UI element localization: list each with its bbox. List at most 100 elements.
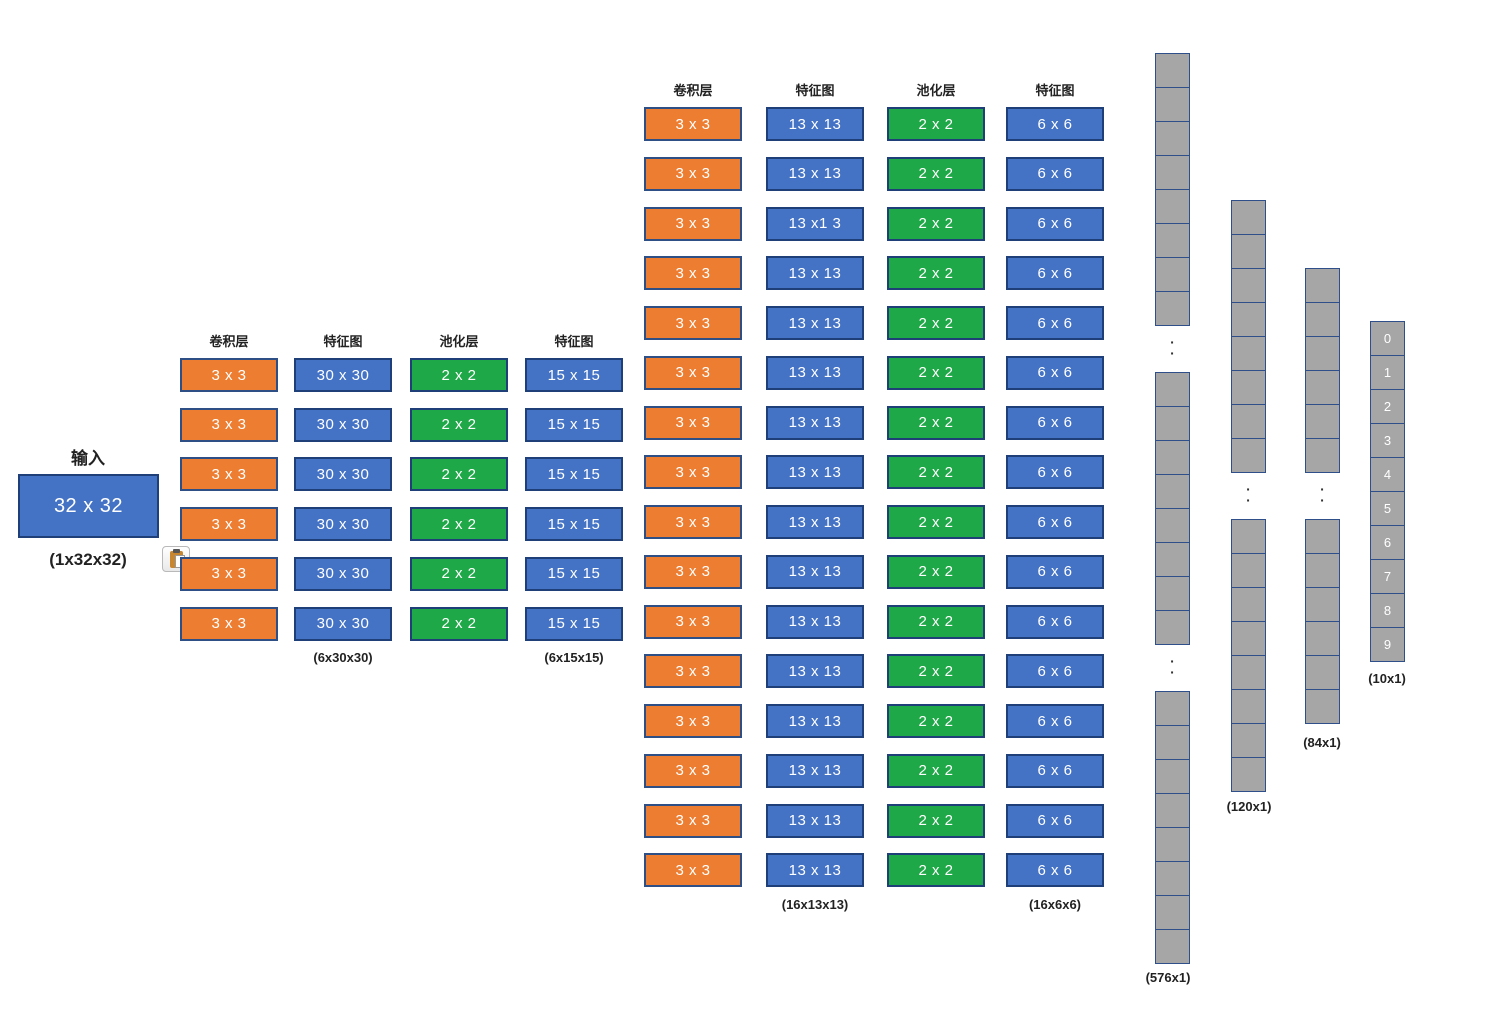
block2-pool-kernel: 2 x 2 (887, 554, 985, 589)
fc3-vector-cell: 7 (1370, 559, 1405, 594)
block2-feature-map: 13 x 13 (766, 753, 864, 788)
block2-conv-kernel: 3 x 3 (644, 455, 742, 490)
fc1-vector-cell (1231, 438, 1266, 473)
fc0-vector-cell (1155, 861, 1190, 896)
block2-pooled-feature-map: 6 x 6 (1006, 256, 1104, 291)
block1-pooled-feature-map: 15 x 15 (525, 507, 623, 542)
block2-conv-kernel: 3 x 3 (644, 156, 742, 191)
block1-pooled-feature-map: 15 x 15 (525, 556, 623, 591)
block1-conv-kernel: 3 x 3 (180, 606, 278, 641)
block2-conv-kernel: 3 x 3 (644, 753, 742, 788)
fc0-vector-cell (1155, 372, 1190, 407)
fc2-vector-cell (1305, 621, 1340, 656)
fc1-ellipsis: · · (1246, 481, 1251, 508)
fc1-vector-cell (1231, 689, 1266, 724)
block2-conv-kernel: 3 x 3 (644, 654, 742, 689)
fc1-vector-cell (1231, 587, 1266, 622)
block1-feature-map: 30 x 30 (294, 606, 392, 641)
block1-header-0: 卷积层 (209, 335, 249, 350)
block2-pooled-feature-map: 6 x 6 (1006, 505, 1104, 539)
block2-pooled-feature-map: 6 x 6 (1006, 853, 1104, 888)
fc1-vector-cell (1231, 200, 1266, 235)
block2-pooled-feature-map: 6 x 6 (1006, 604, 1104, 639)
block2-feature-map: 13 x1 3 (766, 206, 864, 241)
fc1-vector-cell (1231, 234, 1266, 269)
fc3-vector-cell: 4 (1370, 457, 1405, 492)
block2-conv-kernel: 3 x 3 (644, 107, 742, 141)
block2-pool-kernel: 2 x 2 (887, 604, 985, 639)
fc1-size-label: (120x1) (1226, 799, 1272, 814)
fc0-vector-cell (1155, 155, 1190, 190)
block2-pooled-feature-map: 6 x 6 (1006, 753, 1104, 788)
block1-pool-kernel: 2 x 2 (410, 507, 508, 542)
block2-pool-kernel: 2 x 2 (887, 206, 985, 241)
block2-conv-kernel: 3 x 3 (644, 704, 742, 738)
block2-pooled-feature-map: 6 x 6 (1006, 306, 1104, 340)
block1-caption-3: (6x15x15) (544, 650, 604, 665)
fc2-ellipsis: · · (1320, 481, 1325, 508)
fc0-vector-cell (1155, 189, 1190, 224)
fc3-size-label: (10x1) (1368, 671, 1406, 686)
block1-feature-map: 30 x 30 (294, 457, 392, 492)
fc3-vector-cell: 2 (1370, 389, 1405, 424)
block2-feature-map: 13 x 13 (766, 604, 864, 639)
block2-conv-kernel: 3 x 3 (644, 853, 742, 888)
block2-pool-kernel: 2 x 2 (887, 505, 985, 539)
block2-feature-map: 13 x 13 (766, 853, 864, 888)
input-shape-caption: (1x32x32) (49, 550, 127, 569)
block2-pool-kernel: 2 x 2 (887, 405, 985, 440)
block2-pooled-feature-map: 6 x 6 (1006, 803, 1104, 838)
fc0-vector-cell (1155, 610, 1190, 645)
block2-pool-kernel: 2 x 2 (887, 306, 985, 340)
fc0-vector-cell (1155, 440, 1190, 475)
block2-feature-map: 13 x 13 (766, 554, 864, 589)
block2-conv-kernel: 3 x 3 (644, 554, 742, 589)
block1-conv-kernel: 3 x 3 (180, 556, 278, 591)
block1-feature-map: 30 x 30 (294, 407, 392, 442)
input-title: 输入 (71, 449, 105, 469)
block1-header-2: 池化层 (439, 335, 479, 350)
fc3-vector-cell: 1 (1370, 355, 1405, 390)
fc0-vector-cell (1155, 257, 1190, 292)
block1-conv-kernel: 3 x 3 (180, 457, 278, 492)
fc0-size-label: (576x1) (1145, 970, 1191, 985)
block2-pool-kernel: 2 x 2 (887, 355, 985, 390)
block2-pooled-feature-map: 6 x 6 (1006, 704, 1104, 738)
block1-pooled-feature-map: 15 x 15 (525, 358, 623, 392)
fc2-vector-cell (1305, 438, 1340, 473)
fc3-vector-cell: 5 (1370, 491, 1405, 526)
fc0-vector-cell (1155, 291, 1190, 326)
block2-feature-map: 13 x 13 (766, 256, 864, 291)
block1-pooled-feature-map: 15 x 15 (525, 457, 623, 492)
fc1-vector-cell (1231, 553, 1266, 588)
block2-pool-kernel: 2 x 2 (887, 654, 985, 689)
block2-feature-map: 13 x 13 (766, 803, 864, 838)
fc2-vector-cell (1305, 689, 1340, 724)
fc1-vector-cell (1231, 268, 1266, 303)
block1-feature-map: 30 x 30 (294, 507, 392, 542)
block2-pooled-feature-map: 6 x 6 (1006, 554, 1104, 589)
fc0-vector-cell (1155, 223, 1190, 258)
block2-pool-kernel: 2 x 2 (887, 107, 985, 141)
fc2-vector-cell (1305, 519, 1340, 554)
block2-feature-map: 13 x 13 (766, 156, 864, 191)
fc0-ellipsis: · · (1170, 653, 1175, 680)
block2-pool-kernel: 2 x 2 (887, 853, 985, 888)
fc2-vector-cell (1305, 553, 1340, 588)
fc0-vector-cell (1155, 406, 1190, 441)
input-box: 32 x 32 (18, 474, 159, 538)
fc0-ellipsis: · · (1170, 334, 1175, 361)
block2-caption-1: (16x13x13) (781, 897, 849, 912)
fc1-vector-cell (1231, 655, 1266, 690)
fc2-vector-cell (1305, 370, 1340, 405)
block1-conv-kernel: 3 x 3 (180, 507, 278, 542)
fc0-vector-cell (1155, 53, 1190, 88)
fc0-vector-cell (1155, 929, 1190, 964)
fc0-vector-cell (1155, 725, 1190, 760)
block2-conv-kernel: 3 x 3 (644, 803, 742, 838)
block2-caption-3: (16x6x6) (1028, 897, 1082, 912)
fc2-size-label: (84x1) (1303, 735, 1341, 750)
fc1-vector-cell (1231, 519, 1266, 554)
fc1-vector-cell (1231, 757, 1266, 792)
